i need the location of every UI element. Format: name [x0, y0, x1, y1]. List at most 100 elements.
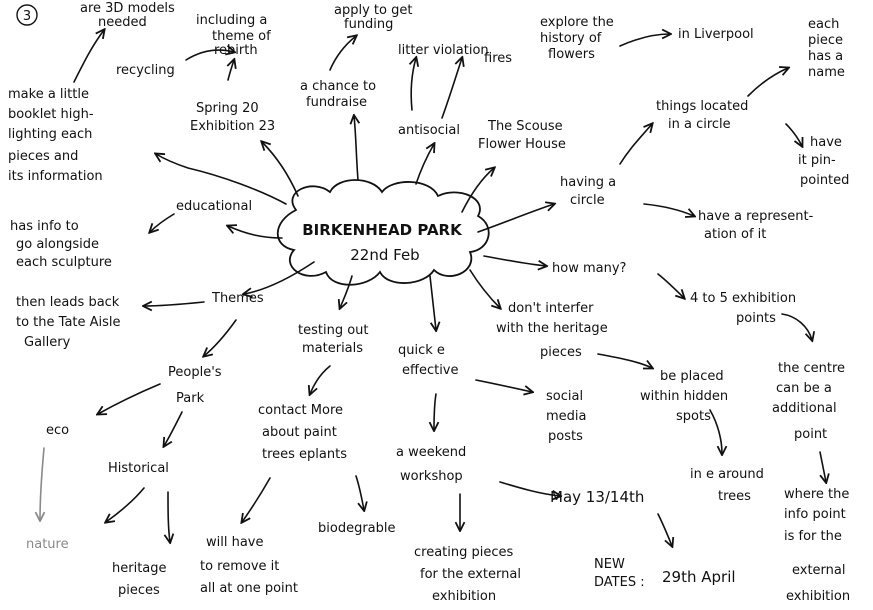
svg-text:eco: eco — [46, 423, 69, 438]
svg-text:don't interfer: don't interfer — [508, 301, 594, 316]
central-title: BIRKENHEAD PARK — [302, 221, 463, 239]
svg-text:explore the: explore the — [540, 15, 614, 30]
svg-text:contact More: contact More — [258, 403, 343, 418]
svg-text:the centre: the centre — [778, 361, 845, 376]
node-quick-effective: quick e effective — [398, 343, 459, 378]
svg-text:spots: spots — [676, 409, 711, 424]
svg-text:Flower House: Flower House — [478, 137, 566, 152]
node-where-the-info-point: where the info point is for the external… — [784, 487, 850, 604]
svg-text:materials: materials — [302, 341, 363, 356]
svg-text:pieces and: pieces and — [8, 149, 78, 164]
svg-text:within hidden: within hidden — [640, 389, 728, 404]
node-contact-more-about-paint: contact More about paint trees eplants — [258, 403, 347, 462]
svg-text:things located: things located — [656, 99, 748, 114]
node-including-a-theme-of-rebirth: including a theme of rebirth — [196, 13, 271, 58]
node-then-leads-back: then leads back to the Tate Aisle Galler… — [16, 295, 121, 350]
svg-text:having a: having a — [560, 175, 616, 190]
svg-text:points: points — [736, 311, 776, 326]
svg-text:has a: has a — [808, 49, 843, 64]
svg-text:to remove it: to remove it — [200, 559, 279, 574]
node-a-chance-to-fundraise: a chance to fundraise — [300, 79, 376, 110]
svg-text:where the: where the — [784, 487, 849, 502]
node-are-3d-models-needed: are 3D models needed — [80, 1, 175, 30]
node-things-located-in-a-circle: things located in a circle — [656, 99, 748, 132]
svg-text:including a: including a — [196, 13, 267, 28]
node-will-have-to-remove-it: will have to remove it all at one point — [200, 535, 298, 596]
node-educational: educational — [176, 199, 252, 214]
svg-text:Gallery: Gallery — [24, 335, 71, 350]
svg-text:effective: effective — [402, 363, 459, 378]
svg-text:DATES :: DATES : — [594, 575, 645, 590]
svg-text:apply to get: apply to get — [334, 3, 412, 18]
svg-text:creating pieces: creating pieces — [414, 545, 514, 560]
node-in-liverpool: in Liverpool — [678, 27, 754, 42]
connectors — [40, 30, 826, 546]
node-nature: nature — [26, 537, 69, 552]
svg-text:3: 3 — [23, 9, 31, 24]
node-29th-april: 29th April — [662, 568, 736, 586]
node-eco: eco — [46, 423, 69, 438]
svg-text:a weekend: a weekend — [396, 445, 466, 460]
svg-text:additional: additional — [772, 401, 837, 416]
svg-text:NEW: NEW — [594, 557, 625, 572]
svg-text:testing out: testing out — [298, 323, 369, 338]
node-in-and-around-trees: in e around trees — [690, 467, 764, 504]
svg-text:Themes: Themes — [211, 291, 264, 306]
node-new-dates: NEW DATES : — [594, 557, 645, 590]
svg-text:litter violation: litter violation — [398, 43, 489, 58]
node-how-many: how many? — [552, 261, 626, 276]
svg-text:be placed: be placed — [660, 369, 724, 384]
svg-text:is for the: is for the — [784, 529, 842, 544]
svg-text:quick e: quick e — [398, 343, 445, 358]
svg-text:make a little: make a little — [8, 87, 89, 102]
svg-text:recycling: recycling — [116, 63, 175, 78]
svg-text:antisocial: antisocial — [398, 123, 460, 138]
svg-text:it pin-: it pin- — [798, 153, 836, 168]
node-make-a-little-booklet: make a little booklet high- lighting eac… — [8, 87, 103, 184]
node-biodegradable: biodegrable — [318, 521, 396, 536]
svg-text:theme of: theme of — [212, 29, 271, 44]
svg-text:social: social — [546, 389, 583, 404]
svg-text:nature: nature — [26, 537, 69, 552]
svg-text:history of: history of — [540, 31, 602, 46]
svg-text:booklet high-: booklet high- — [8, 107, 94, 122]
svg-text:point: point — [794, 427, 827, 442]
svg-text:in Liverpool: in Liverpool — [678, 27, 754, 42]
node-heritage-pieces: heritage pieces — [112, 561, 167, 598]
node-having-a-circle: having a circle — [560, 175, 616, 208]
node-spring-exhibition-2023: Spring 20 Exhibition 23 — [190, 101, 275, 134]
svg-text:go alongside: go alongside — [16, 237, 99, 252]
svg-text:each sculpture: each sculpture — [16, 255, 112, 270]
node-have-it-pin-pointed: have it pin- pointed — [798, 135, 849, 188]
svg-text:People's: People's — [168, 365, 222, 380]
svg-text:workshop: workshop — [400, 469, 463, 484]
svg-text:Exhibition 23: Exhibition 23 — [190, 119, 275, 134]
node-testing-out-materials: testing out materials — [298, 323, 369, 356]
svg-text:can be a: can be a — [776, 381, 832, 396]
svg-text:with the heritage: with the heritage — [496, 321, 608, 336]
svg-text:each: each — [808, 17, 839, 32]
node-antisocial: antisocial — [398, 123, 460, 138]
svg-text:in e around: in e around — [690, 467, 764, 482]
svg-text:external: external — [792, 563, 846, 578]
svg-text:all at one point: all at one point — [200, 581, 298, 596]
svg-text:ation of it: ation of it — [704, 227, 766, 242]
node-4-to-5-exhibition-points: 4 to 5 exhibition points — [690, 291, 796, 326]
node-explore-the-history-of-flowers: explore the history of flowers — [540, 15, 614, 62]
node-recycling: recycling — [116, 63, 175, 78]
node-the-scouse-flower-house: The Scouse Flower House — [478, 119, 566, 152]
svg-text:info point: info point — [784, 507, 846, 522]
node-litter-violation: litter violation — [398, 43, 489, 58]
svg-text:media: media — [546, 409, 587, 424]
svg-text:Park: Park — [176, 391, 205, 406]
svg-text:to the Tate Aisle: to the Tate Aisle — [16, 315, 121, 330]
svg-text:fundraise: fundraise — [306, 95, 367, 110]
svg-text:name: name — [808, 65, 845, 80]
node-each-piece-has-a-name: each piece has a name — [808, 17, 845, 80]
svg-text:trees: trees — [718, 489, 751, 504]
svg-text:about paint: about paint — [262, 425, 337, 440]
node-be-placed-within-hidden-spots: be placed within hidden spots — [640, 369, 728, 424]
central-topic: BIRKENHEAD PARK 22nd Feb — [276, 179, 490, 286]
node-social-media-posts: social media posts — [546, 389, 587, 444]
